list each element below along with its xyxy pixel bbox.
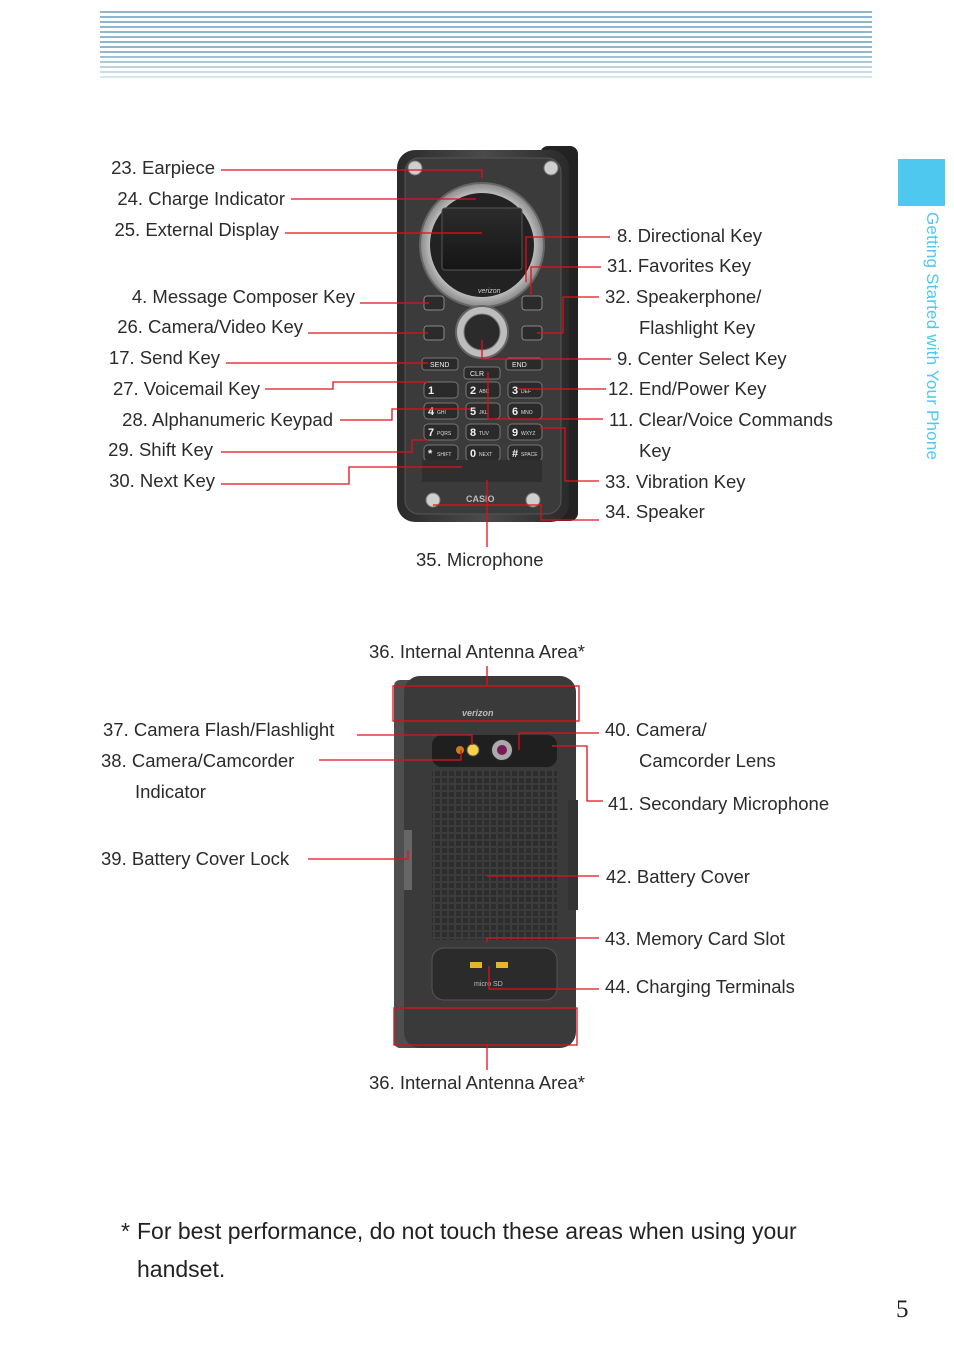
keypad-key-number: 5 xyxy=(470,406,476,418)
keypad-key[interactable] xyxy=(507,423,543,441)
keypad-key-letters: GHI xyxy=(437,410,446,416)
label-send-key: 17. Send Key xyxy=(108,347,220,368)
label-battery-cover: 42. Battery Cover xyxy=(606,866,750,887)
label-indicator: 38. Camera/Camcorder xyxy=(101,750,295,771)
label-antenna-top: 36. Internal Antenna Area* xyxy=(369,641,586,662)
charging-terminal-2 xyxy=(496,962,508,968)
label-flashlight-key: Flashlight Key xyxy=(639,317,756,338)
keypad-key[interactable] xyxy=(465,423,501,441)
carrier-logo-back: verizon xyxy=(462,708,494,718)
label-directional-key: 8. Directional Key xyxy=(617,225,762,246)
label-memory-slot: 43. Memory Card Slot xyxy=(605,928,785,949)
clear-key-label: CLR xyxy=(470,371,484,378)
label-center-select: 9. Center Select Key xyxy=(617,348,787,369)
label-charge-indicator: 24. Charge Indicator xyxy=(117,188,285,209)
keypad-key-letters: TUV xyxy=(479,431,490,437)
keypad-key-letters: ABC xyxy=(479,389,490,395)
keypad-key-number: # xyxy=(512,448,518,460)
charging-terminal-1 xyxy=(470,962,482,968)
flash-icon xyxy=(466,743,480,757)
keypad-key-number: 1 xyxy=(428,385,434,397)
end-key xyxy=(505,357,543,371)
label-favorites-key: 31. Favorites Key xyxy=(607,255,751,276)
keypad-key[interactable] xyxy=(423,423,459,441)
keypad-key-number: 9 xyxy=(512,427,518,439)
header-band xyxy=(100,11,872,81)
keypad-key-letters: PQRS xyxy=(437,431,452,437)
keypad-key-letters: SPACE xyxy=(521,452,538,458)
footnote: * For best performance, do not touch the… xyxy=(121,1212,881,1288)
label-camera-video: 26. Camera/Video Key xyxy=(117,316,303,337)
keypad-key-number: 7 xyxy=(428,427,434,439)
label-secondary-mic: 41. Secondary Microphone xyxy=(608,793,830,814)
label-lens: 40. Camera/ xyxy=(605,719,707,740)
label-microphone: 35. Microphone xyxy=(416,549,544,570)
label-clear-voice: 11. Clear/Voice Commands xyxy=(609,409,833,430)
camcorder-indicator xyxy=(456,746,464,754)
label-voicemail-key: 27. Voicemail Key xyxy=(112,378,260,399)
footnote-star: * xyxy=(121,1218,130,1244)
memory-card-slot xyxy=(431,947,558,1001)
keypad-key-letters: MNO xyxy=(521,410,533,416)
label-speaker: 34. Speaker xyxy=(605,501,705,522)
label-cover-lock: 39. Battery Cover Lock xyxy=(101,848,290,869)
keypad-key-letters: WXYZ xyxy=(521,431,535,437)
keypad-key-number: 4 xyxy=(428,406,435,418)
end-key-label: END xyxy=(512,362,527,369)
external-display xyxy=(441,207,523,271)
label-shift-key: 29. Shift Key xyxy=(108,439,213,460)
chapter-title: Getting Started with Your Phone xyxy=(923,212,942,461)
send-key xyxy=(421,357,459,371)
label-next-key: 30. Next Key xyxy=(109,470,215,491)
label-lens-cont: Camcorder Lens xyxy=(639,750,776,771)
page-number: 5 xyxy=(896,1296,909,1323)
footnote-text: For best performance, do not touch these… xyxy=(137,1218,797,1282)
chapter-tab xyxy=(898,159,945,206)
label-vibration-key: 33. Vibration Key xyxy=(605,471,746,492)
keypad-key-letters: JKL xyxy=(479,410,488,416)
keypad-key-number: 2 xyxy=(470,385,476,397)
keypad-key-number: 3 xyxy=(512,385,518,397)
keypad-key[interactable] xyxy=(423,402,459,420)
label-earpiece: 23. Earpiece xyxy=(111,157,215,178)
label-alphanumeric-keypad: 28. Alphanumeric Keypad xyxy=(122,409,333,430)
keypad-key-number: 0 xyxy=(470,448,476,460)
label-external-display: 25. External Display xyxy=(114,219,279,240)
keypad-key-number: * xyxy=(428,448,433,460)
carrier-logo: verizon xyxy=(478,288,501,295)
label-end-power: 12. End/Power Key xyxy=(608,378,767,399)
keypad-key[interactable] xyxy=(423,381,459,399)
keypad-key[interactable] xyxy=(465,402,501,420)
clear-key xyxy=(463,366,501,380)
keypad-key-letters: NEXT xyxy=(479,452,492,458)
keypad-key[interactable] xyxy=(507,381,543,399)
speaker-grille xyxy=(422,460,542,482)
favorites-key xyxy=(521,295,543,311)
label-clear-voice-cont: Key xyxy=(639,440,671,461)
label-speakerphone: 32. Speakerphone/ xyxy=(605,286,762,307)
label-message-composer: 4. Message Composer Key xyxy=(131,286,355,307)
keypad-key-letters: SHIFT xyxy=(437,452,451,458)
label-indicator-cont: Indicator xyxy=(135,781,206,802)
brand-logo: CASIO xyxy=(466,494,495,504)
keypad-key-number: 6 xyxy=(512,406,518,418)
label-charging-terminals: 44. Charging Terminals xyxy=(605,976,795,997)
label-antenna-bottom: 36. Internal Antenna Area* xyxy=(369,1072,586,1093)
label-flash: 37. Camera Flash/Flashlight xyxy=(103,719,335,740)
send-key-label: SEND xyxy=(430,362,449,369)
keypad-key[interactable] xyxy=(465,381,501,399)
battery-cover-lock xyxy=(404,830,412,890)
battery-cover xyxy=(432,770,557,940)
keypad-key-letters: DEF xyxy=(521,389,531,395)
keypad-key-number: 8 xyxy=(470,427,476,439)
